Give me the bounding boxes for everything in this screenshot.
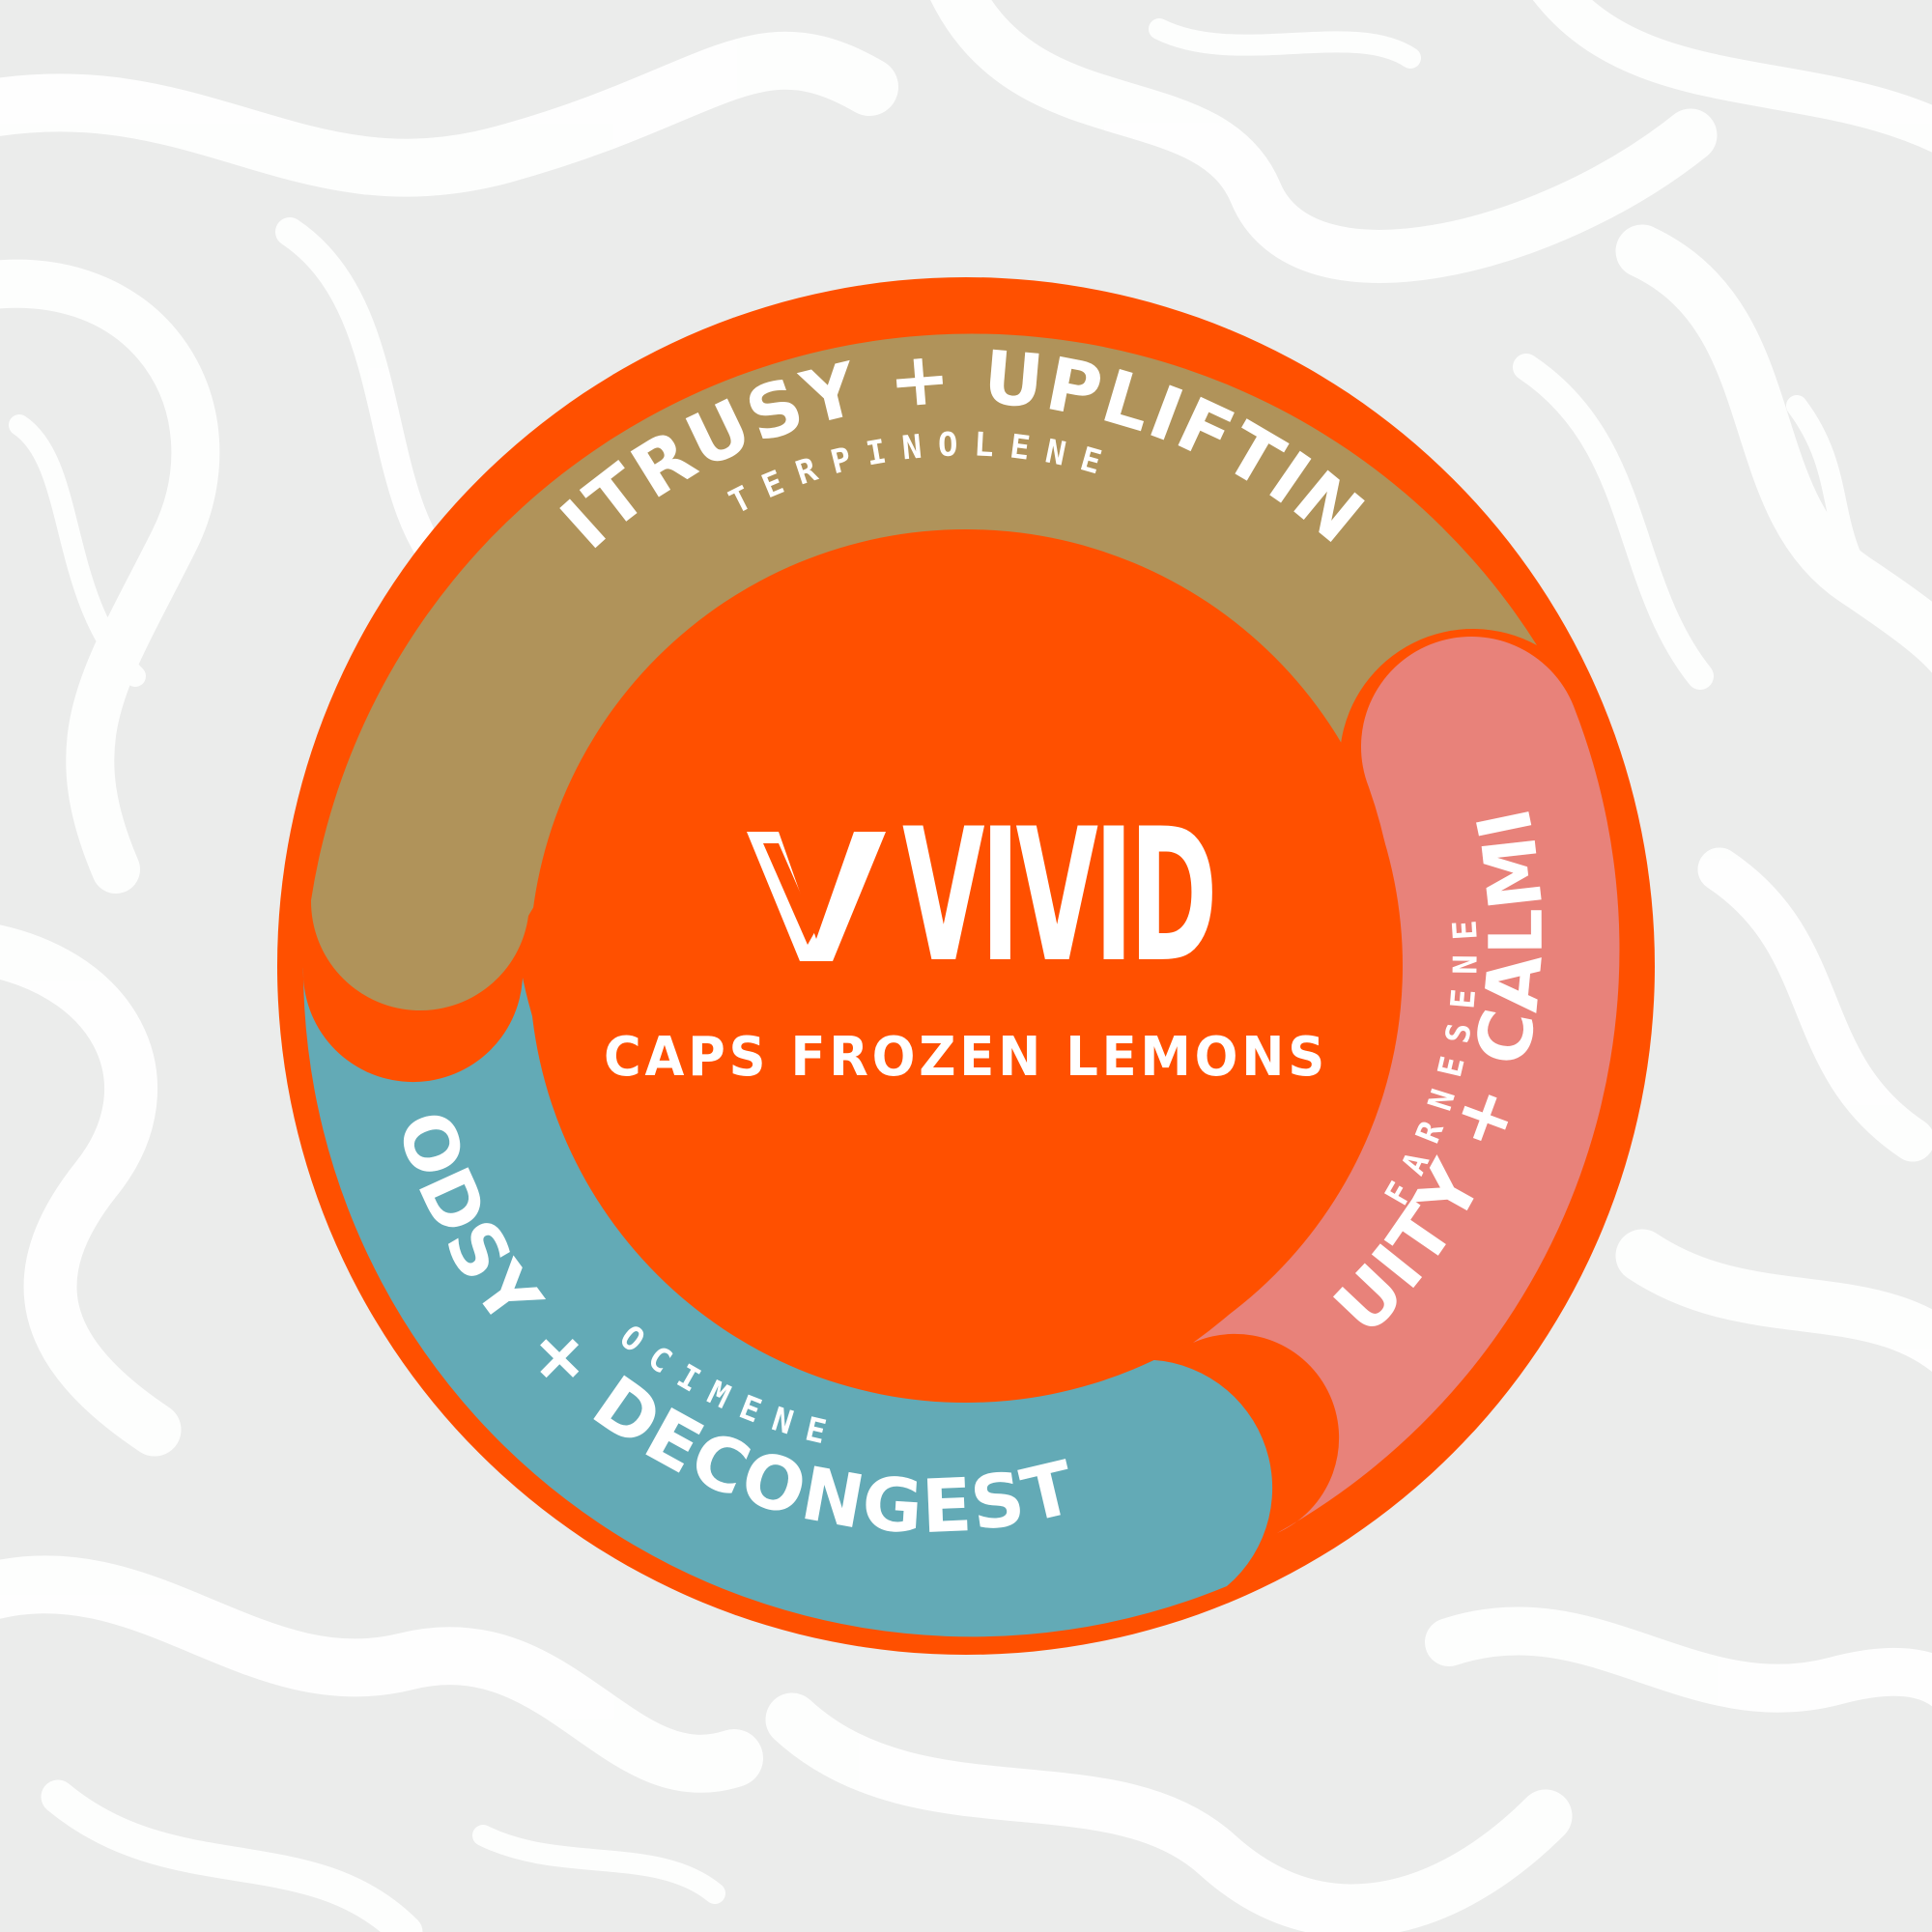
segment-woodsy bbox=[302, 967, 1273, 1637]
brand-name: VIVID bbox=[902, 789, 1213, 1003]
strain-name: CAPS FROZEN LEMONS bbox=[604, 1026, 1328, 1089]
segment-fruity bbox=[1193, 636, 1620, 1533]
center-disc bbox=[529, 529, 1403, 1403]
brand-logo: VIVID bbox=[747, 789, 1221, 1003]
segment-citrusy bbox=[310, 333, 1537, 1011]
brand-logo-v-mark bbox=[747, 832, 886, 961]
